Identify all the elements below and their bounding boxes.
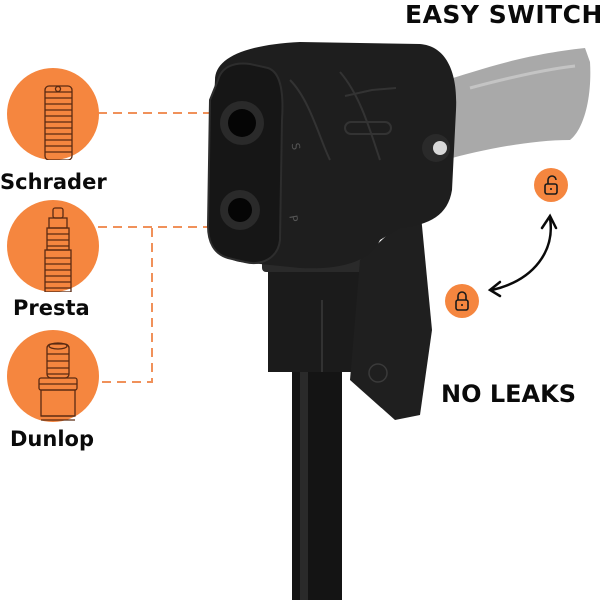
locked-badge [445,284,479,318]
unlock-icon [544,175,558,195]
switch-arrow-icon [487,213,558,298]
unlocked-badge [534,168,568,202]
easy-switch-heading: EASY SWITCH [405,0,600,29]
schrader-valve-badge [7,68,99,160]
no-leaks-heading: NO LEAKS [441,380,576,408]
schrader-valve-icon [44,85,73,160]
presta-valve-badge [7,200,99,292]
dunlop-label: Dunlop [10,427,94,451]
presta-valve-icon [44,207,72,292]
dunlop-valve-badge [7,330,99,422]
dunlop-valve-icon [38,342,78,421]
lock-icon [455,291,469,311]
connector-lines [98,112,212,383]
schrader-label: Schrader [0,170,107,194]
presta-label: Presta [13,296,90,320]
